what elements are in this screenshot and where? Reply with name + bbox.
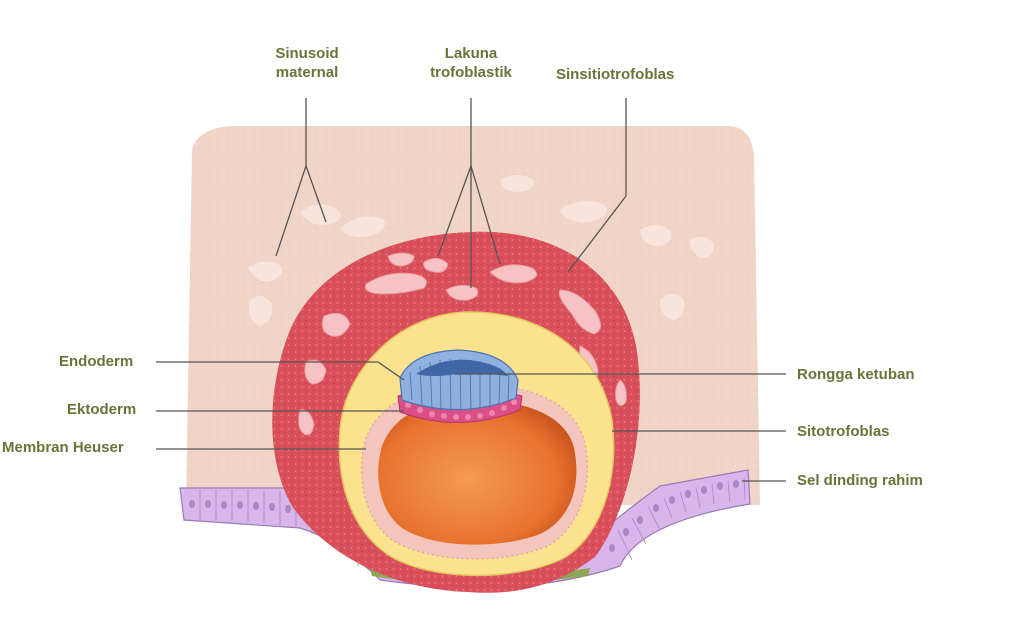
yolk-sac-cavity xyxy=(378,399,577,545)
endoderm-cells xyxy=(405,399,517,420)
label-lakuna-line2: trofoblastik xyxy=(430,64,512,81)
amniotic-cavity xyxy=(416,359,508,376)
label-sinsitiotrofoblas: Sinsitiotrofoblas xyxy=(556,66,675,83)
label-sitotrofoblas: Sitotrofoblas xyxy=(797,423,890,440)
label-ektoderm: Ektoderm xyxy=(67,401,137,418)
label-lakuna-trofoblastik: Lakuna trofoblastik xyxy=(430,44,512,82)
label-sinusoid-maternal: Sinusoid maternal xyxy=(275,44,338,82)
label-endoderm: Endoderm xyxy=(59,353,134,370)
label-sinusoid-line2: maternal xyxy=(275,64,339,81)
leader-lines xyxy=(156,98,786,482)
endoderm-leader xyxy=(156,361,405,381)
label-sel-dinding-rahim: Sel dinding rahim xyxy=(797,472,923,489)
maternal-sinusoid-patches xyxy=(248,175,714,326)
label-lakuna-line1: Lakuna xyxy=(444,45,498,62)
sinsitio-leader xyxy=(567,98,627,273)
label-sinusoid-line1: Sinusoid xyxy=(275,45,339,62)
label-rongga-ketuban: Rongga ketuban xyxy=(797,366,915,383)
label-membran-heuser: Membran Heuser xyxy=(2,439,124,456)
